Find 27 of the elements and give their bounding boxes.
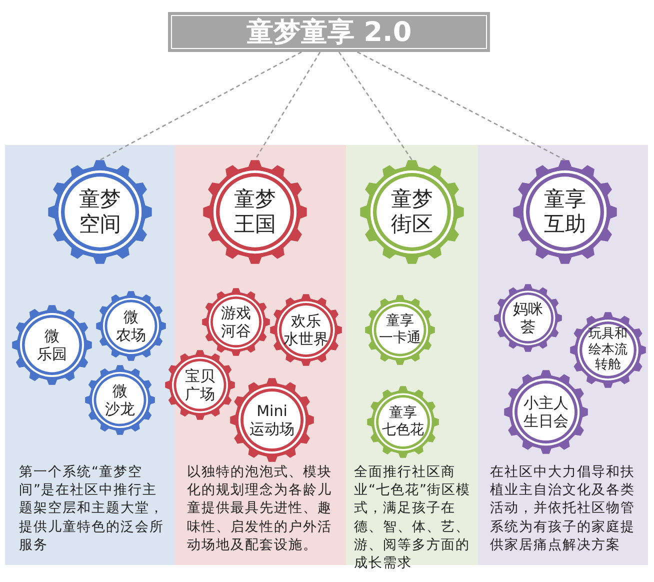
feature-gear: 微农场: [96, 291, 166, 361]
connector-line: [100, 51, 302, 161]
feature-gear: 微沙龙: [85, 365, 155, 435]
feature-gear: Mini运动场: [230, 378, 314, 462]
feature-gear: 宝贝广场: [165, 350, 235, 420]
column-panel: [478, 145, 648, 565]
connector-line: [254, 52, 321, 160]
category-gear: 童梦王国: [203, 160, 307, 264]
description-text: 第一个系统“童梦空间”是在社区中推行主题架空层和主题大堂，提供儿童特色的泛会所服务: [19, 463, 165, 554]
feature-gear: 玩具和绘本流转舱: [570, 312, 646, 388]
description-text: 以独特的泡泡式、模块化的规划理念为各龄儿童提供最具先进性、趣味性、启发性的户外活动场地及配套设施。: [187, 463, 333, 554]
feature-gear: 微乐园: [12, 305, 92, 385]
feature-gear: 童享七色花: [367, 386, 439, 458]
description-text: 全面推行社区商业“七色花”街区模式，满足孩子在德、智、体、艺、游、阅等多方面的成长需求: [354, 463, 472, 572]
feature-gear: 妈咪荟: [494, 284, 562, 352]
feature-gear: 童享一卡通: [365, 295, 435, 365]
title-box: 童梦童享 2.0: [168, 12, 490, 52]
feature-gear: 欢乐水世界: [270, 294, 342, 366]
column-panel: [5, 145, 175, 565]
category-gear: 童梦街区: [360, 160, 464, 264]
description-text: 在社区中大力倡导和扶植业主自治文化及各类活动，并依托社区物管系统为有孩子的家庭提供家居痛点解决方案: [490, 463, 636, 554]
feature-gear: 游戏河谷: [202, 288, 270, 356]
connector-line: [357, 51, 566, 161]
category-gear: 童梦空间: [48, 160, 152, 264]
feature-gear: 小主人生日会: [504, 370, 588, 454]
category-gear: 童享互助: [513, 160, 617, 264]
connector-line: [338, 52, 413, 160]
